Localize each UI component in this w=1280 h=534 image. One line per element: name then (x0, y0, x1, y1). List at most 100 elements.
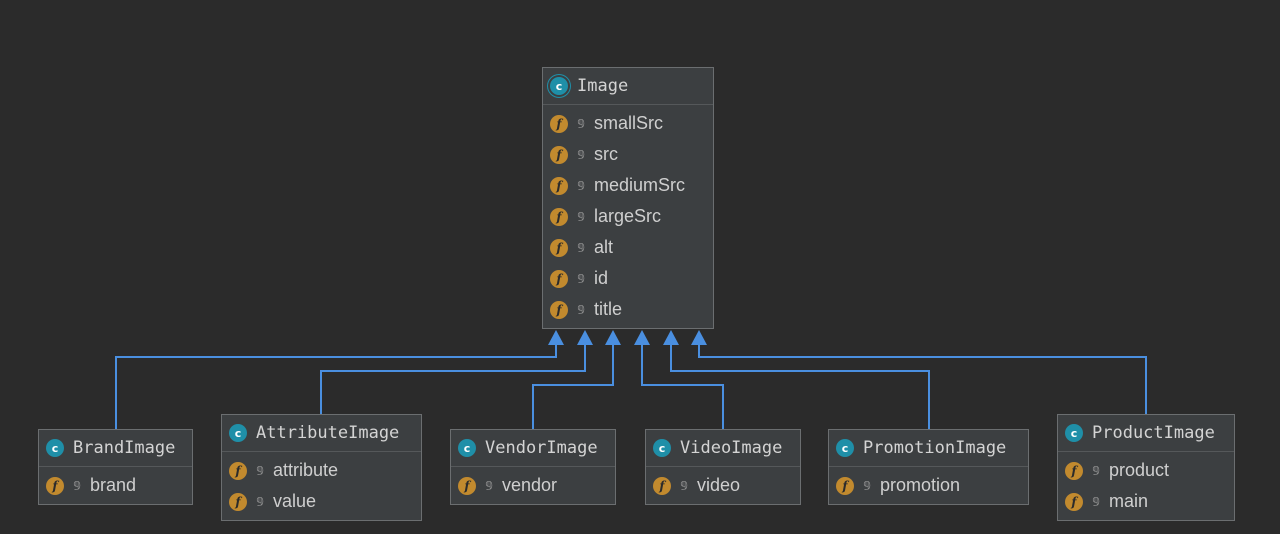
field-icon: f (229, 461, 247, 480)
private-lock-icon: 𝟡 (577, 147, 585, 162)
class-name: VideoImage (680, 438, 783, 458)
inheritance-line (320, 343, 586, 414)
inheritance-arrowhead (548, 330, 564, 345)
private-lock-icon: 𝟡 (577, 240, 585, 255)
private-lock-icon: 𝟡 (577, 302, 585, 317)
field-name: product (1109, 460, 1170, 480)
private-lock-icon: 𝟡 (256, 463, 264, 478)
private-lock-icon: 𝟡 (256, 494, 264, 509)
field-name: attribute (273, 460, 339, 480)
private-lock-icon: 𝟡 (1092, 463, 1100, 478)
inheritance-line (670, 343, 930, 429)
field-name: largeSrc (594, 206, 662, 226)
private-lock-icon: 𝟡 (577, 178, 585, 193)
class-header[interactable]: c BrandImage (39, 430, 192, 467)
class-name: BrandImage (73, 438, 176, 458)
field-icon: f (550, 114, 568, 133)
field-icon: f (550, 207, 568, 226)
private-lock-icon: 𝟡 (680, 478, 688, 493)
inheritance-arrowhead (691, 330, 707, 345)
private-lock-icon: 𝟡 (577, 116, 585, 131)
class-name: AttributeImage (256, 423, 400, 443)
class-name: PromotionImage (863, 438, 1007, 458)
class-icon: c (653, 439, 671, 457)
field-icon: f (836, 476, 854, 495)
class-icon: c (229, 424, 247, 442)
field-name: id (594, 268, 609, 288)
field-name: promotion (880, 475, 961, 495)
class-header[interactable]: c AttributeImage (222, 415, 421, 452)
inheritance-line (698, 343, 1147, 414)
field-icon: f (1065, 492, 1083, 511)
field-icon: f (550, 145, 568, 164)
field-name: video (697, 475, 741, 495)
private-lock-icon: 𝟡 (863, 478, 871, 493)
class-header[interactable]: c VendorImage (451, 430, 615, 467)
field-icon: f (550, 269, 568, 288)
class-name: ProductImage (1092, 423, 1215, 443)
private-lock-icon: 𝟡 (485, 478, 493, 493)
field-icon: f (550, 176, 568, 195)
inheritance-line (532, 343, 614, 429)
inheritance-arrowhead (663, 330, 679, 345)
class-icon: c (46, 439, 64, 457)
inheritance-line (115, 343, 557, 429)
field-name: mediumSrc (594, 175, 686, 195)
class-name: VendorImage (485, 438, 598, 458)
private-lock-icon: 𝟡 (577, 209, 585, 224)
inheritance-line (641, 343, 724, 429)
field-name: smallSrc (594, 113, 664, 133)
class-name: Image (577, 76, 629, 96)
field-name: vendor (502, 475, 558, 495)
inheritance-arrowhead (605, 330, 621, 345)
field-name: title (594, 299, 623, 319)
class-icon: c (836, 439, 854, 457)
class-header[interactable]: c PromotionImage (829, 430, 1028, 467)
field-icon: f (550, 300, 568, 319)
class-header[interactable]: c ProductImage (1058, 415, 1234, 452)
field-icon: f (653, 476, 671, 495)
inheritance-arrowhead (577, 330, 593, 345)
field-icon: f (550, 238, 568, 257)
field-name: value (273, 491, 317, 511)
field-name: src (594, 144, 618, 164)
private-lock-icon: 𝟡 (577, 271, 585, 286)
field-name: brand (90, 475, 137, 495)
inheritance-arrowhead (634, 330, 650, 345)
field-icon: f (458, 476, 476, 495)
class-header[interactable]: c VideoImage (646, 430, 800, 467)
abstract-class-icon: c (550, 77, 568, 95)
field-name: alt (594, 237, 614, 257)
field-icon: f (229, 492, 247, 511)
private-lock-icon: 𝟡 (1092, 494, 1100, 509)
field-name: main (1109, 491, 1149, 511)
field-icon: f (1065, 461, 1083, 480)
private-lock-icon: 𝟡 (73, 478, 81, 493)
class-header[interactable]: c Image (543, 68, 713, 105)
field-icon: f (46, 476, 64, 495)
class-icon: c (458, 439, 476, 457)
